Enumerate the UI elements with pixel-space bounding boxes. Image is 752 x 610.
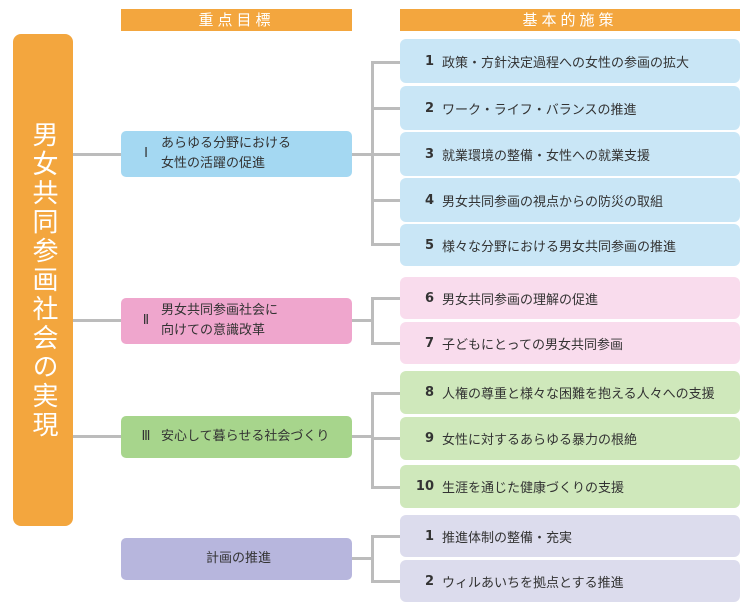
policy-2-label: ワーク・ライフ・バランスの推進 <box>442 102 637 118</box>
promotion-1: 1 推進体制の整備・充実 <box>400 515 740 557</box>
policy-4: 4 男女共同参画の視点からの防災の取組 <box>400 178 740 222</box>
policy-8-label: 人権の尊重と様々な困難を抱える人々への支援 <box>442 387 715 402</box>
policy-6-num: 6 <box>424 290 434 306</box>
policy-2: 2 ワーク・ライフ・バランスの推進 <box>400 86 740 130</box>
policy-10-num: 10 <box>415 479 434 494</box>
goal-3-label: 安心して暮らせる社会づくり <box>161 429 330 444</box>
goal-2-num: Ⅱ <box>142 313 150 328</box>
policy-1-num: 1 <box>424 53 434 69</box>
policy-8: 8 人権の尊重と様々な困難を抱える人々への支援 <box>400 371 740 414</box>
policy-7-num: 7 <box>424 335 434 351</box>
goal-promotion: 計画の推進 <box>121 538 352 580</box>
tick-p1 <box>371 61 400 64</box>
policy-4-num: 4 <box>424 192 434 208</box>
tick-p6 <box>371 297 400 300</box>
policy-2-num: 2 <box>424 100 434 116</box>
tick-r1 <box>371 535 400 538</box>
promotion-2: 2 ウィルあいちを拠点とする推進 <box>400 560 740 602</box>
policy-9-label: 女性に対するあらゆる暴力の根絶 <box>442 433 638 448</box>
goal-1-num: Ⅰ <box>144 146 148 161</box>
promotion-1-num: 1 <box>424 528 434 544</box>
policy-9: 9 女性に対するあらゆる暴力の根絶 <box>400 417 740 460</box>
tick-r2 <box>371 580 400 583</box>
bracket-promotion <box>371 535 374 582</box>
policy-5-label: 様々な分野における男女共同参画の推進 <box>442 239 677 255</box>
goal-2: Ⅱ 男女共同参画社会に 向けての意識改革 <box>121 298 352 344</box>
bracket-goal3 <box>371 392 374 488</box>
header-goals: 重点目標 <box>121 9 352 31</box>
policy-5-num: 5 <box>424 237 434 253</box>
theme-label: 男女共同参画社会の実現 <box>28 120 58 440</box>
connector-goal-1 <box>73 153 121 156</box>
goal-promotion-label: 計画の推進 <box>205 551 271 566</box>
goal-3: Ⅲ 安心して暮らせる社会づくり <box>121 416 352 458</box>
promotion-2-label: ウィルあいちを拠点とする推進 <box>442 575 624 591</box>
policy-3: 3 就業環境の整備・女性への就業支援 <box>400 132 740 176</box>
policy-7-label: 子どもにとっての男女共同参画 <box>442 337 623 353</box>
connector-goal2-branch <box>352 319 373 322</box>
policy-1-label: 政策・方針決定過程への女性の参画の拡大 <box>442 55 690 71</box>
policy-3-label: 就業環境の整備・女性への就業支援 <box>442 148 651 164</box>
policy-1: 1 政策・方針決定過程への女性の参画の拡大 <box>400 39 740 83</box>
policy-5: 5 様々な分野における男女共同参画の推進 <box>400 224 740 266</box>
goal-1-label: あらゆる分野における 女性の活躍の促進 <box>161 136 292 171</box>
connector-promotion-branch <box>352 557 373 560</box>
policy-7: 7 子どもにとっての男女共同参画 <box>400 322 740 364</box>
header-policies: 基本的施策 <box>400 9 740 31</box>
policy-6-label: 男女共同参画の理解の促進 <box>442 292 599 308</box>
tick-p10 <box>371 486 400 489</box>
connector-goal-3 <box>73 435 121 438</box>
tick-p7 <box>371 342 400 345</box>
promotion-1-label: 推進体制の整備・充実 <box>442 530 573 546</box>
tick-p9 <box>371 437 400 440</box>
policy-4-label: 男女共同参画の視点からの防災の取組 <box>442 194 664 210</box>
goal-2-label: 男女共同参画社会に 向けての意識改革 <box>161 303 279 338</box>
policy-3-num: 3 <box>424 146 434 162</box>
theme-box: 男女共同参画社会の実現 <box>13 34 73 526</box>
connector-goal-2 <box>73 319 121 322</box>
policy-10: 10 生涯を通じた健康づくりの支援 <box>400 465 740 508</box>
policy-10-label: 生涯を通じた健康づくりの支援 <box>442 481 625 496</box>
tick-p8 <box>371 392 400 395</box>
goal-1: Ⅰ あらゆる分野における 女性の活躍の促進 <box>121 131 352 177</box>
connector-goal1-branch <box>352 153 373 156</box>
tick-p5 <box>371 243 400 246</box>
bracket-goal2 <box>371 297 374 344</box>
connector-goal3-branch <box>352 435 373 438</box>
goal-3-num: Ⅲ <box>141 429 151 444</box>
policy-9-num: 9 <box>424 431 434 446</box>
policy-6: 6 男女共同参画の理解の促進 <box>400 277 740 319</box>
tick-p3 <box>371 153 400 156</box>
policy-8-num: 8 <box>424 385 434 400</box>
promotion-2-num: 2 <box>424 573 434 589</box>
tick-p4 <box>371 199 400 202</box>
tick-p2 <box>371 107 400 110</box>
